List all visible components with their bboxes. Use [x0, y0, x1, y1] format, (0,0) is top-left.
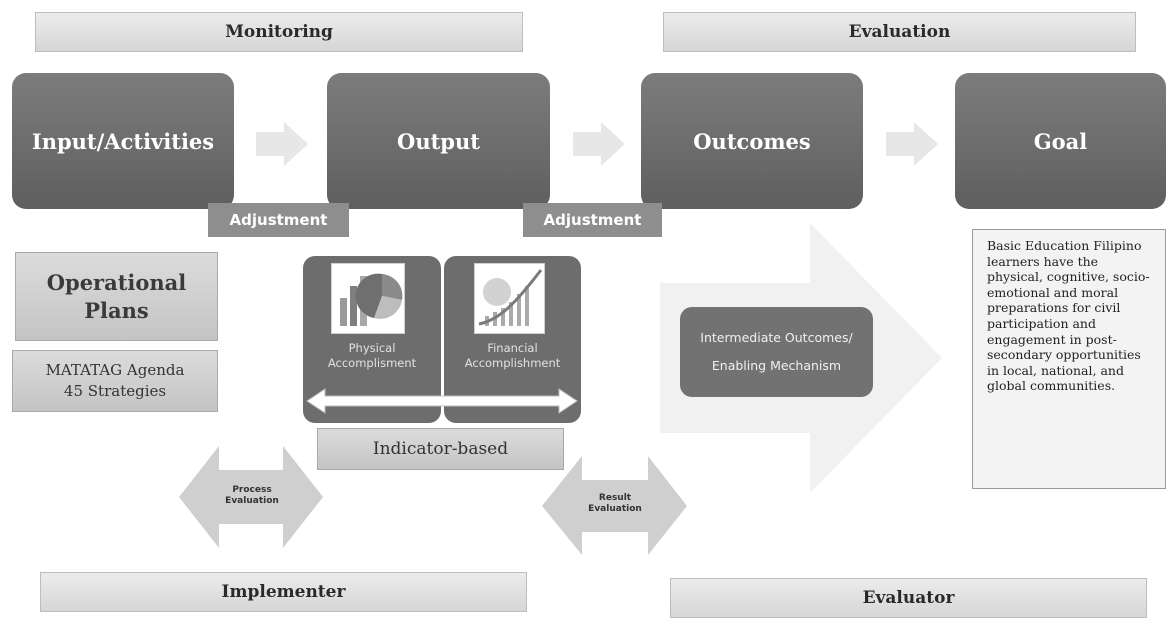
- result-evaluation-label: Result Evaluation: [588, 493, 642, 514]
- adjustment-label-1: Adjustment: [208, 203, 349, 237]
- stage-outcomes: Outcomes: [641, 73, 863, 209]
- indicator-based-label: Indicator-based: [372, 439, 509, 459]
- evaluator-banner: Evaluator: [670, 578, 1147, 618]
- intermediate-outcomes-box: Intermediate Outcomes/ Enabling Mechanis…: [680, 307, 873, 397]
- operational-plans-box: Operational Plans: [15, 252, 218, 341]
- adjustment-label-2: Adjustment: [523, 203, 662, 237]
- implementer-banner: Implementer: [40, 572, 527, 612]
- double-headed-arrow-icon: [306, 388, 578, 414]
- intermediate-line2: Enabling Mechanism: [711, 358, 842, 373]
- flow-arrow-icon: [256, 122, 308, 166]
- goal-description-text: Basic Education Filipino learners have t…: [987, 238, 1150, 394]
- result-evaluation-arrow-icon: [542, 456, 687, 555]
- matatag-line2: 45 Strategies: [63, 382, 167, 400]
- process-evaluation-arrow-icon: [179, 446, 323, 548]
- evaluation-banner: Evaluation: [663, 12, 1136, 52]
- stage-outcomes-label: Outcomes: [693, 129, 811, 154]
- indicator-based-box: Indicator-based: [317, 428, 564, 470]
- process-evaluation-label: Process Evaluation: [225, 485, 279, 506]
- monitoring-banner: Monitoring: [35, 12, 523, 52]
- implementer-label: Implementer: [221, 582, 346, 602]
- intermediate-line1: Intermediate Outcomes/: [700, 330, 853, 345]
- operational-plans-label: Operational Plans: [46, 269, 187, 323]
- stage-output-label: Output: [397, 128, 480, 154]
- evaluator-label: Evaluator: [862, 588, 955, 608]
- physical-chart-thumbnail: [331, 263, 405, 334]
- monitoring-label: Monitoring: [225, 22, 333, 42]
- stage-goal: Goal: [955, 73, 1166, 209]
- growth-chart-icon: [478, 269, 543, 326]
- stage-output: Output: [327, 73, 550, 209]
- matatag-box: MATATAG Agenda 45 Strategies: [12, 350, 218, 412]
- goal-description-box: Basic Education Filipino learners have t…: [972, 229, 1166, 489]
- matatag-line1: MATATAG Agenda: [45, 361, 185, 379]
- financial-chart-thumbnail: [474, 263, 545, 334]
- financial-accomplishment-label: Financial Accomplishment: [464, 341, 561, 370]
- flow-arrow-icon: [886, 122, 938, 166]
- stage-input-activities-label: Input/Activities: [31, 128, 215, 154]
- stage-goal-label: Goal: [1033, 129, 1088, 154]
- bar-pie-chart-icon: [340, 273, 403, 326]
- physical-accomplishment-label: Physical Accomplisment: [327, 341, 417, 370]
- flow-arrow-icon: [573, 122, 625, 166]
- stage-input-activities: Input/Activities: [12, 73, 234, 209]
- evaluation-label: Evaluation: [848, 22, 951, 42]
